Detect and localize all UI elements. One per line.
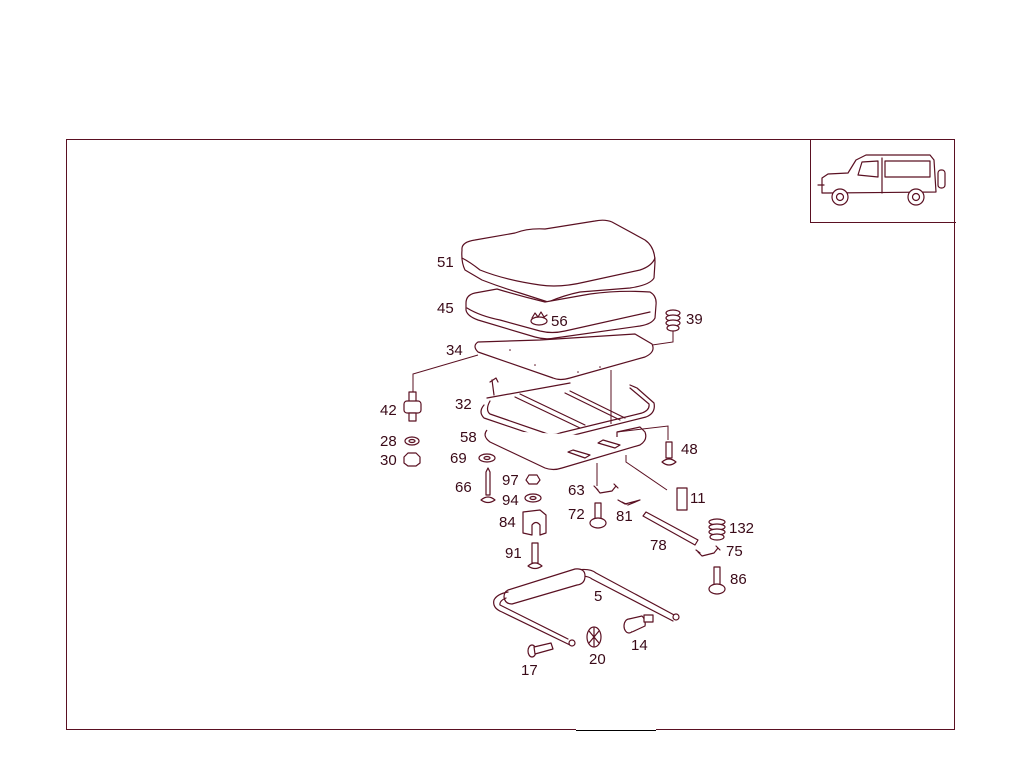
- label-48: 48: [681, 441, 698, 458]
- label-56: 56: [551, 313, 568, 330]
- label-28: 28: [380, 433, 397, 450]
- label-30: 30: [380, 452, 397, 469]
- label-14: 14: [631, 637, 648, 654]
- label-66: 66: [455, 479, 472, 496]
- part-5-tubular-frame: [493, 568, 680, 647]
- label-86: 86: [730, 571, 747, 588]
- part-78-strap: [642, 511, 699, 546]
- label-91: 91: [505, 545, 522, 562]
- part-30-nut: [403, 452, 421, 467]
- part-17-pin: [527, 642, 554, 658]
- label-72: 72: [568, 506, 585, 523]
- label-5: 5: [594, 588, 603, 605]
- label-81: 81: [616, 508, 633, 525]
- part-84-clamp: [522, 509, 547, 536]
- part-66-screw: [480, 467, 496, 504]
- part-86-screw: [708, 566, 726, 595]
- part-97-nut: [525, 474, 541, 485]
- label-94: 94: [502, 492, 519, 509]
- part-132-buffer: [708, 518, 726, 541]
- label-34: 34: [446, 342, 463, 359]
- part-56-clip: [530, 311, 548, 326]
- label-75: 75: [726, 543, 743, 560]
- part-63-bracket: [593, 483, 619, 494]
- label-63: 63: [568, 482, 585, 499]
- label-132: 132: [729, 520, 755, 537]
- frame-gap-line: [576, 730, 656, 731]
- vehicle-suv-side-view-icon: [817, 154, 946, 206]
- part-91-screw: [527, 542, 543, 570]
- label-17: 17: [521, 662, 538, 679]
- part-94-washer: [524, 493, 542, 503]
- part-58-lower-plate: [484, 425, 669, 491]
- vehicle-thumbnail: [810, 139, 956, 223]
- part-48-screw: [661, 441, 677, 466]
- label-20: 20: [589, 651, 606, 668]
- part-69-washer: [478, 453, 496, 463]
- part-51-seat-cushion: [461, 219, 656, 303]
- label-58: 58: [460, 429, 477, 446]
- label-42: 42: [380, 402, 397, 419]
- part-72-screw: [589, 502, 607, 529]
- label-84: 84: [499, 514, 516, 531]
- part-81-spring-clip: [617, 499, 641, 506]
- label-51: 51: [437, 254, 454, 271]
- label-97: 97: [502, 472, 519, 489]
- part-28-washer: [404, 436, 420, 446]
- label-78: 78: [650, 537, 667, 554]
- part-42-stud-mount: [403, 391, 422, 422]
- label-69: 69: [450, 450, 467, 467]
- part-45-foam-pad: [465, 288, 657, 340]
- part-75-bracket: [695, 545, 721, 557]
- label-45: 45: [437, 300, 454, 317]
- label-32: 32: [455, 396, 472, 413]
- label-39: 39: [686, 311, 703, 328]
- part-11-clip: [676, 487, 688, 511]
- part-14-bushing: [623, 614, 654, 634]
- label-11: 11: [690, 490, 706, 507]
- part-20-washer: [586, 626, 602, 648]
